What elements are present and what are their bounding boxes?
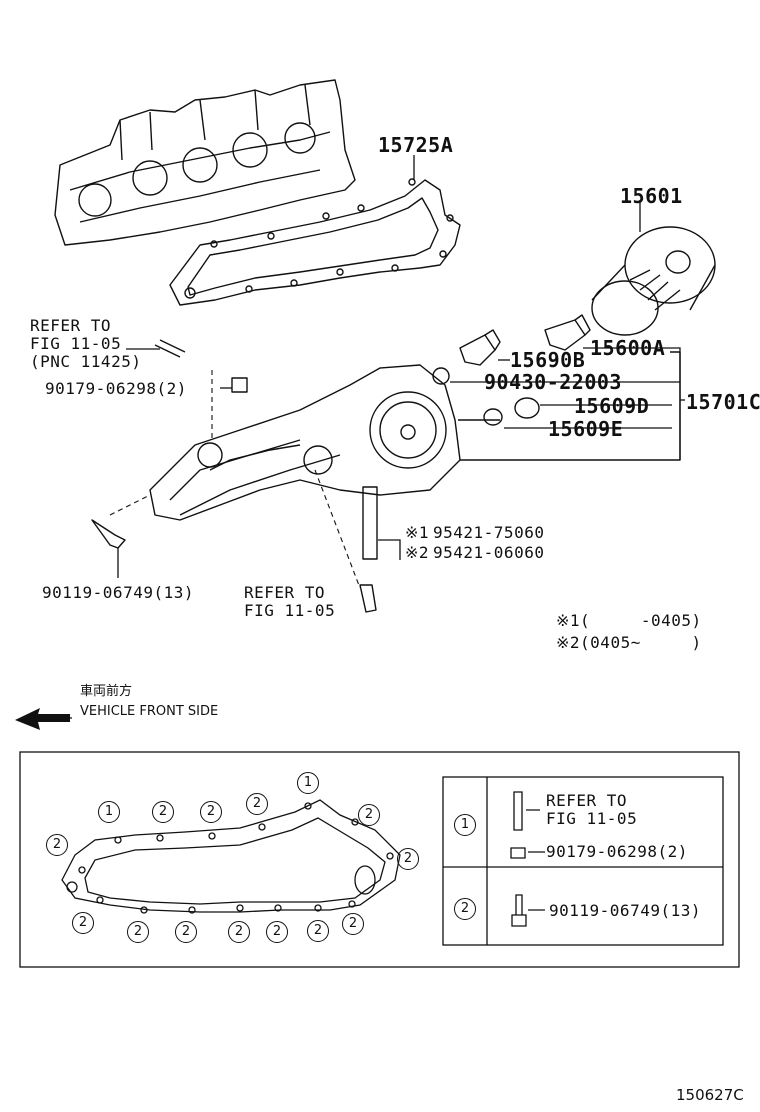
note-1: ※1( -0405) <box>556 611 702 630</box>
refer-top-line1: REFER TO <box>30 316 112 335</box>
legend-part-1: 90179-06298(2) <box>546 842 688 861</box>
callout-2: 2 <box>342 913 364 935</box>
callout-2: 2 <box>46 834 68 856</box>
callout-2: 2 <box>127 921 149 943</box>
callout-2: 2 <box>246 793 268 815</box>
callout-1: 1 <box>98 801 120 823</box>
hose-drawing <box>362 486 378 560</box>
label-hose-2: 95421-06060 <box>433 543 545 562</box>
callout-2: 2 <box>307 920 329 942</box>
front-arrow <box>15 708 70 730</box>
legend-ref-line2: FIG 11-05 <box>546 809 638 828</box>
legend-num-2: 2 <box>454 898 476 920</box>
nut-drawing <box>231 377 248 393</box>
label-cooler-assy: 15701C <box>686 390 760 414</box>
detail-panel <box>19 751 740 968</box>
callout-1: 1 <box>297 772 319 794</box>
stud-top-drawing <box>154 339 186 358</box>
bolt-left-drawing <box>91 519 126 549</box>
callout-2: 2 <box>152 801 174 823</box>
label-valve-a: 15600A <box>590 336 666 360</box>
label-plug-d: 15609D <box>574 394 650 418</box>
direction-jp: 車両前方 <box>80 684 133 699</box>
label-gasket: 15725A <box>378 133 454 157</box>
refer-top-line3: (PNC 11425) <box>30 352 142 371</box>
label-oil-filter: 15601 <box>620 184 683 208</box>
mark-1: ※1 <box>405 523 430 542</box>
direction-en: VEHICLE FRONT SIDE <box>80 704 219 719</box>
label-hose-1: 95421-75060 <box>433 523 545 542</box>
note-2: ※2(0405~ ) <box>556 633 702 652</box>
callout-2: 2 <box>72 912 94 934</box>
legend-num-1: 1 <box>454 814 476 836</box>
callout-2: 2 <box>358 804 380 826</box>
label-bolt: 90119-06749(13) <box>42 583 194 602</box>
label-stud: 90179-06298(2) <box>45 379 187 398</box>
callout-2: 2 <box>397 848 419 870</box>
callout-2: 2 <box>175 921 197 943</box>
callout-2: 2 <box>228 921 250 943</box>
refer-top-line2: FIG 11-05 <box>30 334 122 353</box>
refer-bottom-line1: REFER TO <box>244 583 326 602</box>
label-valve-b: 15690B <box>510 348 586 372</box>
legend-table <box>442 776 724 946</box>
bolt-bottom-drawing <box>359 584 377 613</box>
engine-block-drawing <box>54 79 356 246</box>
label-ring-e: 15609E <box>548 417 624 441</box>
refer-bottom-line2: FIG 11-05 <box>244 601 336 620</box>
callout-2: 2 <box>200 801 222 823</box>
oil-filter-drawing <box>591 226 716 336</box>
figure-id: 150627C <box>676 1086 744 1104</box>
mark-2: ※2 <box>405 543 430 562</box>
legend-part-2: 90119-06749(13) <box>549 901 701 920</box>
callout-2: 2 <box>266 921 288 943</box>
gasket-drawing <box>169 178 461 306</box>
legend-ref-line1: REFER TO <box>546 791 628 810</box>
label-washer: 90430-22003 <box>484 370 622 394</box>
